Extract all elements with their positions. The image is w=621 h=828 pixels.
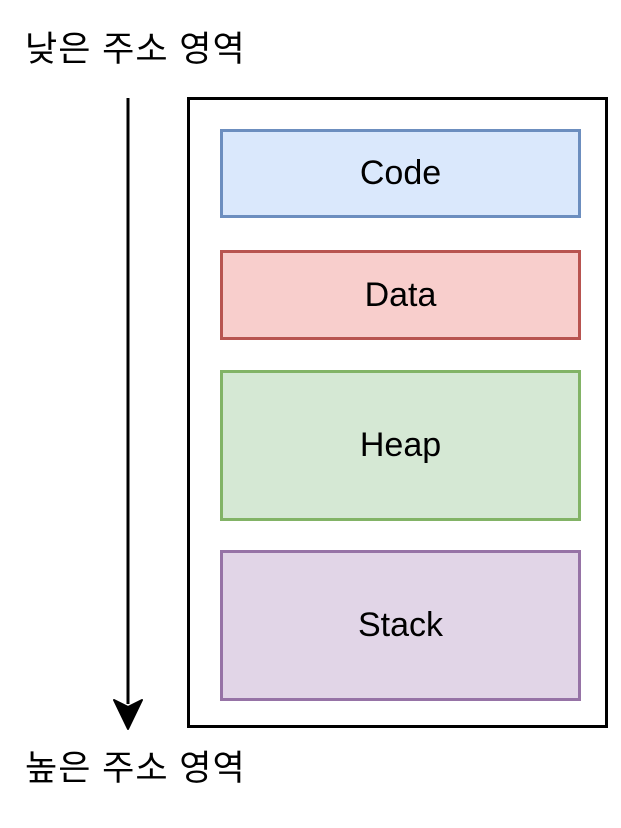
segment-data: Data (220, 250, 581, 340)
segment-data-label: Data (364, 275, 437, 314)
segment-code-label: Code (359, 154, 442, 192)
segment-stack-label: Stack (357, 606, 444, 644)
segment-heap: Heap (220, 370, 581, 521)
segment-stack: Stack (220, 550, 581, 701)
high-address-label: 높은 주소 영역 (25, 749, 246, 788)
low-address-label: 낮은 주소 영역 (25, 30, 246, 69)
memory-space-box: Code Data Heap Stack (187, 97, 608, 728)
segment-heap-label: Heap (359, 426, 442, 464)
segment-code: Code (220, 129, 581, 218)
